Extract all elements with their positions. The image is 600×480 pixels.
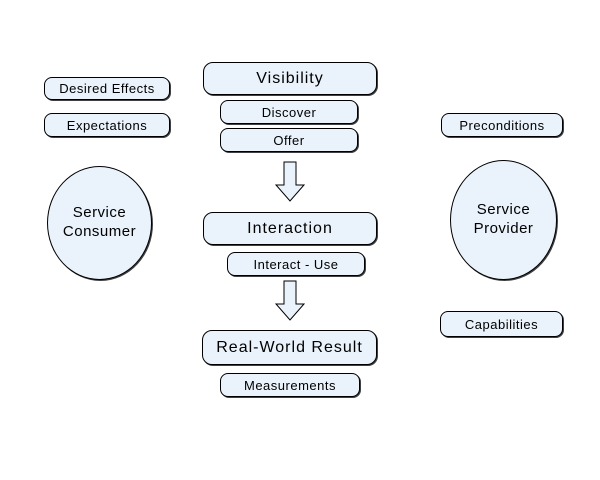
service-consumer-label: Service Consumer	[63, 204, 136, 242]
node-desired-effects: Desired Effects	[44, 77, 170, 100]
down-arrow-shape	[275, 161, 305, 202]
node-discover: Discover	[220, 100, 358, 124]
node-real-world-result: Real-World Result	[202, 330, 377, 365]
node-expectations: Expectations	[44, 113, 170, 137]
node-capabilities: Capabilities	[440, 311, 563, 337]
node-service-provider: Service Provider	[450, 160, 557, 280]
node-preconditions: Preconditions	[441, 113, 563, 137]
down-arrow-icon	[275, 280, 305, 321]
node-offer: Offer	[220, 128, 358, 152]
service-provider-label: Service Provider	[474, 201, 534, 239]
node-service-consumer: Service Consumer	[47, 166, 152, 280]
node-visibility: Visibility	[203, 62, 377, 95]
node-interact-use: Interact - Use	[227, 252, 365, 276]
service-provider-label-line1: Service	[476, 201, 531, 219]
node-measurements: Measurements	[220, 373, 360, 397]
down-arrow-shape	[275, 280, 305, 321]
down-arrow-icon	[275, 161, 305, 202]
service-provider-label-line2: Provider	[473, 220, 534, 237]
service-consumer-label-line1: Service	[72, 204, 127, 222]
node-interaction: Interaction	[203, 212, 377, 245]
service-consumer-label-line2: Consumer	[62, 223, 137, 240]
